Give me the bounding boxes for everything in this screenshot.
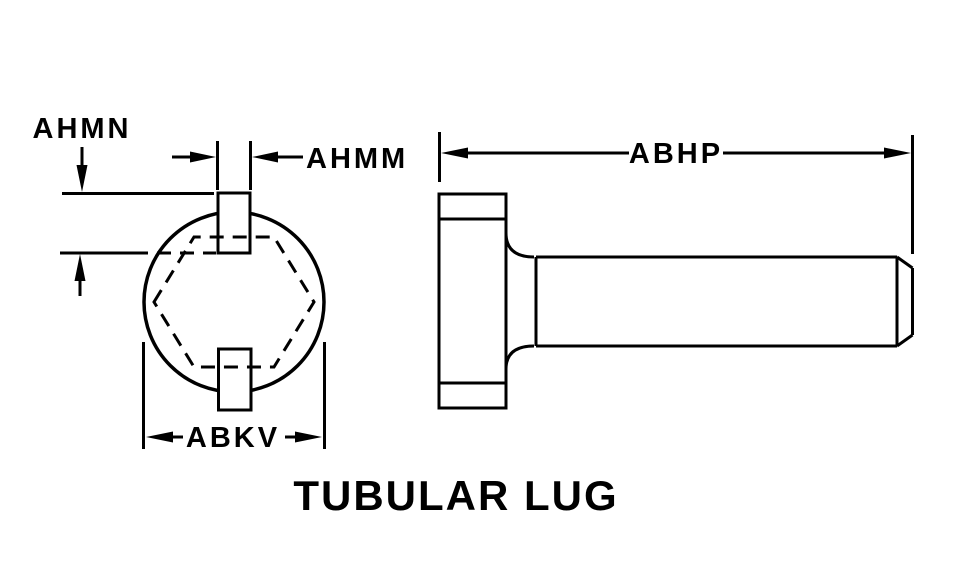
ahmm-label: AHMM (306, 143, 408, 175)
abkv-label: ABKV (186, 422, 280, 454)
top-lug-tab (216, 191, 252, 255)
ahmm-arrowhead-right-icon (190, 151, 216, 163)
fillet-top (504, 232, 535, 259)
abkv-arrowhead-right-icon (295, 431, 322, 443)
dim-ahmn: AHMN (33, 113, 214, 296)
abhp-arrowhead-right-icon (884, 147, 911, 159)
ahmm-arrowhead-left-icon (252, 151, 278, 163)
ahmn-label: AHMN (33, 113, 132, 145)
front-view (142, 191, 326, 412)
end-chamfer-top (896, 255, 914, 270)
abkv-arrowhead-left-icon (146, 431, 173, 443)
dim-ahmm: AHMM (172, 141, 408, 190)
hex-bore-hidden-line (152, 235, 316, 369)
abhp-label: ABHP (629, 138, 723, 170)
bottom-lug-tab (217, 347, 253, 412)
dim-abhp: ABHP (438, 132, 914, 254)
end-chamfer-bottom (896, 333, 914, 348)
drawing-title: TUBULAR LUG (293, 472, 618, 519)
fillet-bottom (504, 344, 535, 370)
ahmn-arrowhead-down-icon (76, 165, 88, 192)
dim-abkv: ABKV (142, 342, 326, 454)
side-view (437, 192, 914, 410)
abhp-arrowhead-left-icon (441, 147, 468, 159)
head-outline (437, 192, 508, 410)
ahmn-arrowhead-up-icon (74, 254, 86, 281)
